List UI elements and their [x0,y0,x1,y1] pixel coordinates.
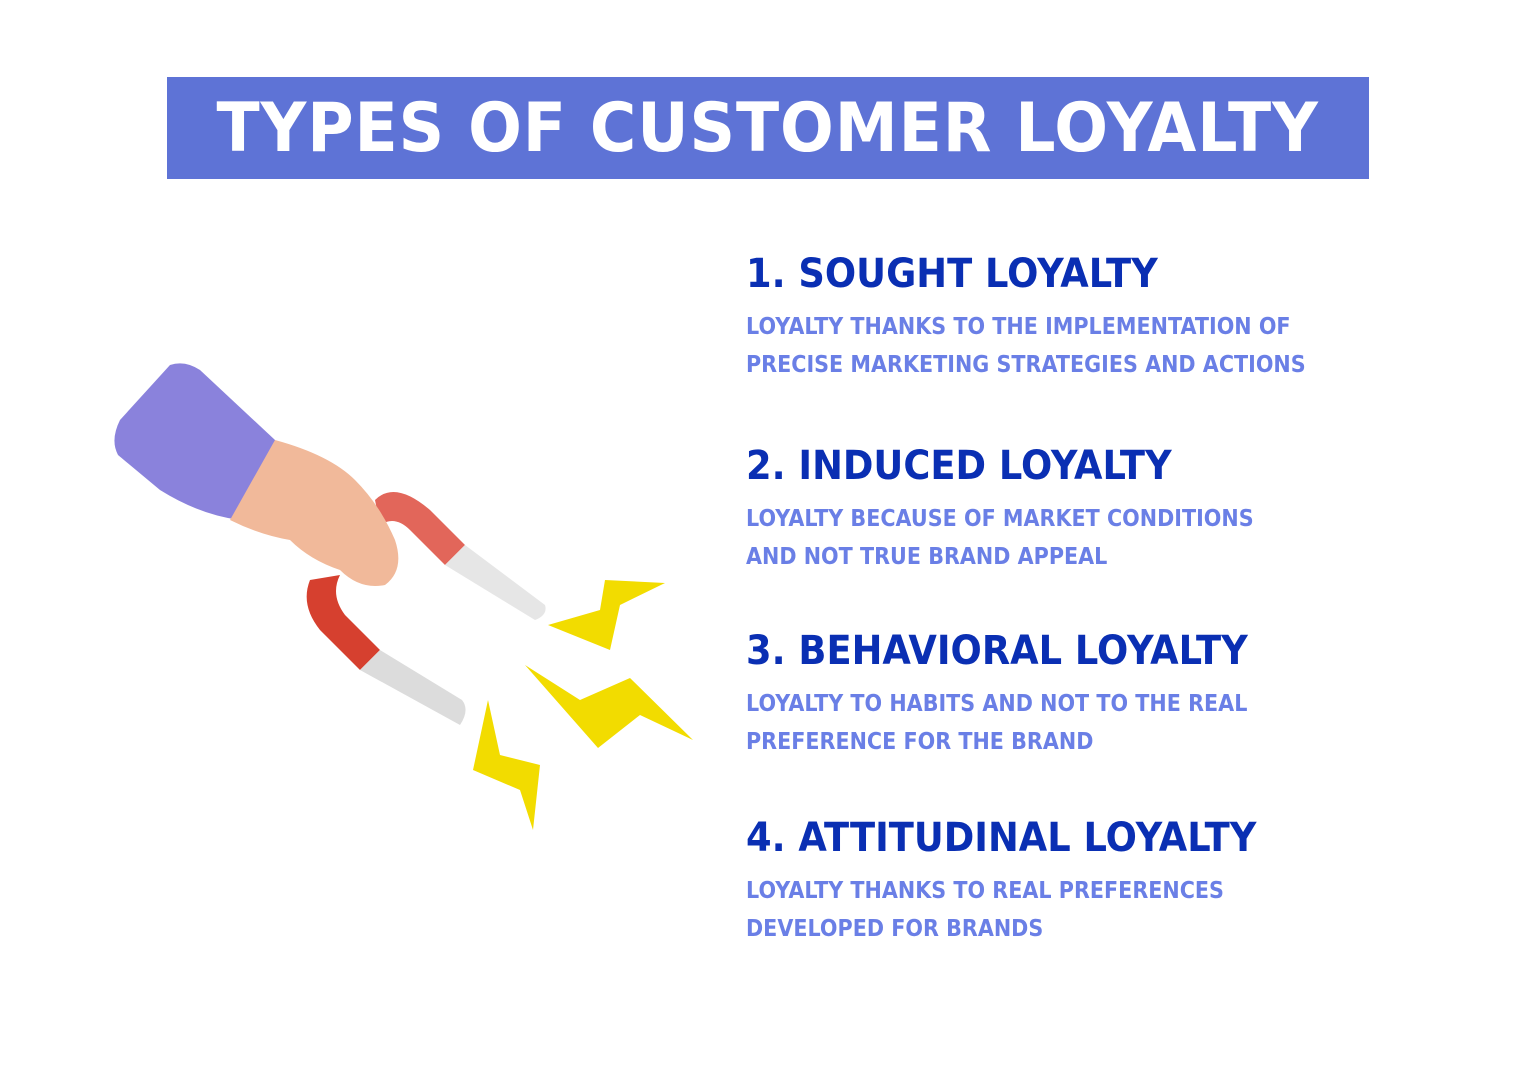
title-banner: TYPES OF CUSTOMER LOYALTY [167,77,1369,179]
loyalty-type-2: 2. INDUCED LOYALTY LOYALTY BECAUSE OF MA… [746,442,1466,576]
magnet-hand-illustration [114,363,693,830]
lightning-icon [473,580,693,830]
loyalty-type-1: 1. SOUGHT LOYALTY LOYALTY THANKS TO THE … [746,250,1466,384]
item-heading: 3. BEHAVIORAL LOYALTY [746,628,1248,674]
hand-icon [230,440,399,586]
item-heading: 2. INDUCED LOYALTY [746,443,1172,489]
sleeve-icon [114,363,276,520]
item-heading: 1. SOUGHT LOYALTY [746,251,1158,297]
page-title: TYPES OF CUSTOMER LOYALTY [216,88,1320,168]
item-heading: 4. ATTITUDINAL LOYALTY [746,815,1257,861]
loyalty-type-4: 4. ATTITUDINAL LOYALTY LOYALTY THANKS TO… [746,814,1466,948]
loyalty-type-3: 3. BEHAVIORAL LOYALTY LOYALTY TO HABITS … [746,627,1466,761]
magnet-icon [306,492,546,725]
